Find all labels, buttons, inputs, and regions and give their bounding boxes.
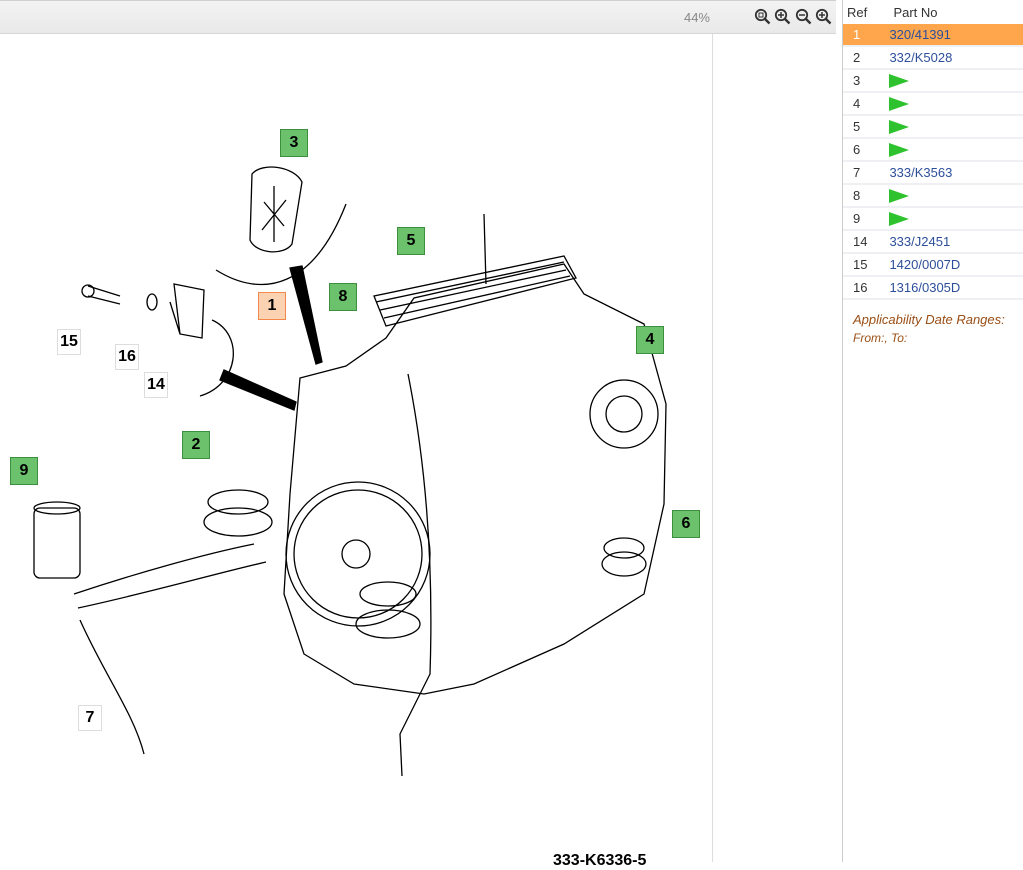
row-ref: 14: [843, 230, 890, 254]
row-ref: 2: [843, 46, 890, 70]
row-expand-arrow[interactable]: [889, 207, 1023, 231]
callout-15[interactable]: 15: [57, 329, 81, 355]
green-arrow-icon[interactable]: [889, 143, 910, 158]
green-arrow-icon[interactable]: [889, 120, 910, 135]
table-row[interactable]: 8: [843, 184, 1023, 208]
zoom-in-icon[interactable]: [774, 8, 791, 25]
zoom-out-icon[interactable]: [795, 8, 812, 25]
callout-7[interactable]: 7: [78, 705, 102, 731]
zoom-actual-icon[interactable]: [815, 8, 832, 25]
callout-14[interactable]: 14: [144, 372, 168, 398]
diagram-canvas[interactable]: 1 2 3 4 5 6 8 9 7 14 15 16 333-K6336-5: [4, 34, 713, 869]
table-row[interactable]: 3: [843, 69, 1023, 93]
row-part-link[interactable]: 332/K5028: [889, 46, 1023, 70]
green-arrow-icon[interactable]: [889, 74, 910, 89]
table-row[interactable]: 5: [843, 115, 1023, 139]
viewer-toolbar: 44%: [0, 0, 836, 34]
callout-2[interactable]: 2: [182, 431, 210, 459]
callout-8[interactable]: 8: [329, 283, 357, 311]
engine-drawing: [33, 166, 667, 777]
row-ref: 3: [843, 69, 890, 93]
row-part-link[interactable]: 1316/0305D: [889, 276, 1023, 300]
diagram-viewer: 44%: [0, 0, 838, 869]
applicability-dates: From:, To:: [853, 331, 908, 345]
row-part-link[interactable]: 333/J2451: [889, 230, 1023, 254]
row-expand-arrow[interactable]: [889, 115, 1023, 139]
row-ref: 6: [843, 138, 890, 162]
row-expand-arrow[interactable]: [889, 92, 1023, 116]
green-arrow-icon[interactable]: [889, 189, 910, 204]
row-ref: 5: [843, 115, 890, 139]
table-row[interactable]: 4: [843, 92, 1023, 116]
row-ref: 7: [843, 161, 890, 185]
row-part-link[interactable]: 1420/0007D: [889, 253, 1023, 277]
applicability-title: Applicability Date Ranges:: [853, 312, 1005, 327]
zoom-fit-icon[interactable]: [754, 8, 771, 25]
table-row[interactable]: 6: [843, 138, 1023, 162]
row-ref: 9: [843, 207, 890, 231]
row-ref: 8: [843, 184, 890, 208]
callout-1[interactable]: 1: [258, 292, 286, 320]
row-ref: 4: [843, 92, 890, 116]
callout-9[interactable]: 9: [10, 457, 38, 485]
row-ref: 15: [843, 253, 890, 277]
callout-16[interactable]: 16: [115, 344, 139, 370]
row-expand-arrow[interactable]: [889, 184, 1023, 208]
figure-id: 333-K6336-5: [553, 852, 647, 869]
viewer-margin: [713, 34, 836, 862]
zoom-level: 44%: [683, 10, 710, 25]
row-part-link[interactable]: 320/41391: [889, 24, 1023, 47]
row-part-link[interactable]: 333/K3563: [889, 161, 1023, 185]
row-ref: 16: [843, 276, 890, 300]
callout-3[interactable]: 3: [280, 129, 308, 157]
row-expand-arrow[interactable]: [889, 138, 1023, 162]
green-arrow-icon[interactable]: [889, 212, 910, 227]
green-arrow-icon[interactable]: [889, 97, 910, 112]
row-expand-arrow[interactable]: [889, 69, 1023, 93]
callout-6[interactable]: 6: [672, 510, 700, 538]
callout-5[interactable]: 5: [397, 227, 425, 255]
row-ref: 1: [843, 24, 890, 47]
column-header-ref: Ref: [847, 4, 868, 20]
table-row[interactable]: 9: [843, 207, 1023, 231]
column-header-part-no: Part No: [893, 4, 938, 20]
callout-4[interactable]: 4: [636, 326, 664, 354]
